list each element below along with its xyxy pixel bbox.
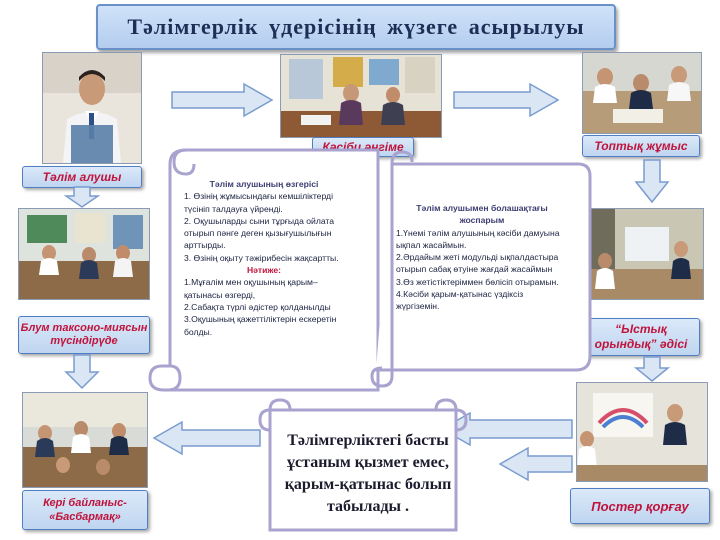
photo-feedback-thumbs [22,392,148,488]
scroll-right-text: Тəлім алушымен болашақтағы жоспарым 1.Үн… [396,202,568,362]
photo-professional-talk [280,54,442,138]
label-group-work: Топтық жұмыс [582,135,700,157]
list-item: 3.Оқушының қажеттіліктерін ескеретін бол… [184,314,337,337]
arrow-down-icon [64,186,100,208]
list-item: 3. Өзінің оқыту тəжірибесін жақсартты. [184,252,339,263]
scroll-left-heading: Тəлім алушының өзгерісі [209,179,319,189]
arrow-right-icon [171,82,274,118]
label-poster-defense: Постер қорғау [570,488,710,524]
result-heading: Нəтиже: [246,265,282,276]
scroll-left-text: Тəлім алушының өзгерісі 1. Өзінің жұмысы… [184,178,344,390]
center-statement: Тəлімгерліктегі басты ұстаным қызмет еме… [284,432,452,515]
list-item: 2.Әрдайым жеті модульді ықпалдастыра оты… [396,252,559,275]
label-bloom-taxonomy: Блум таксоно-миясын түсіндірүде [18,316,150,354]
list-item: 3.Өз жетістіктеріммен бөлісіп отырамын. [396,276,559,287]
list-item: 2.Сабақта түрлі əдістер қолданылды [184,301,331,312]
list-item: 1.Үнемі тəлім алушының кəсіби дамуына ық… [396,227,560,250]
scroll-right-heading: Тəлім алушымен болашақтағы жоспарым [416,203,548,226]
photo-mentee-portrait [42,52,142,164]
arrow-down-icon [634,159,670,204]
label-feedback: Кері байланыс- «Басбармақ» [22,490,148,530]
photo-poster-defense [576,382,708,482]
label-mentee: Тəлім алушы [22,166,142,188]
list-item: 2. Оқушыларды сыни тұрғыда ойлата отырып… [184,215,335,251]
arrow-right-icon [453,82,560,118]
center-scroll-frame [258,398,468,532]
list-item: 1.Мұғалім мен оқушының қарым–қатынасы өз… [184,277,318,300]
label-hot-seat: “Ыстық орындық” əдісі [582,318,700,356]
arrow-down-icon [64,354,100,390]
page-title: Тəлімгерлік үдерісінің жүзеге асырылуы [96,4,616,50]
arrow-left-icon [498,446,573,482]
list-item: 4.Кəсіби қарым-қатынас үздіксіз жүргізем… [396,289,524,312]
arrow-left-icon [152,420,261,456]
photo-group-work [582,52,702,134]
photo-hot-seat [584,208,704,300]
photo-bloom-taxonomy-class [18,208,150,300]
scroll-frame [148,148,592,392]
list-item: 1. Өзінің жұмысындағы кемшіліктерді түсі… [184,191,333,214]
arrow-down-icon [634,356,670,382]
